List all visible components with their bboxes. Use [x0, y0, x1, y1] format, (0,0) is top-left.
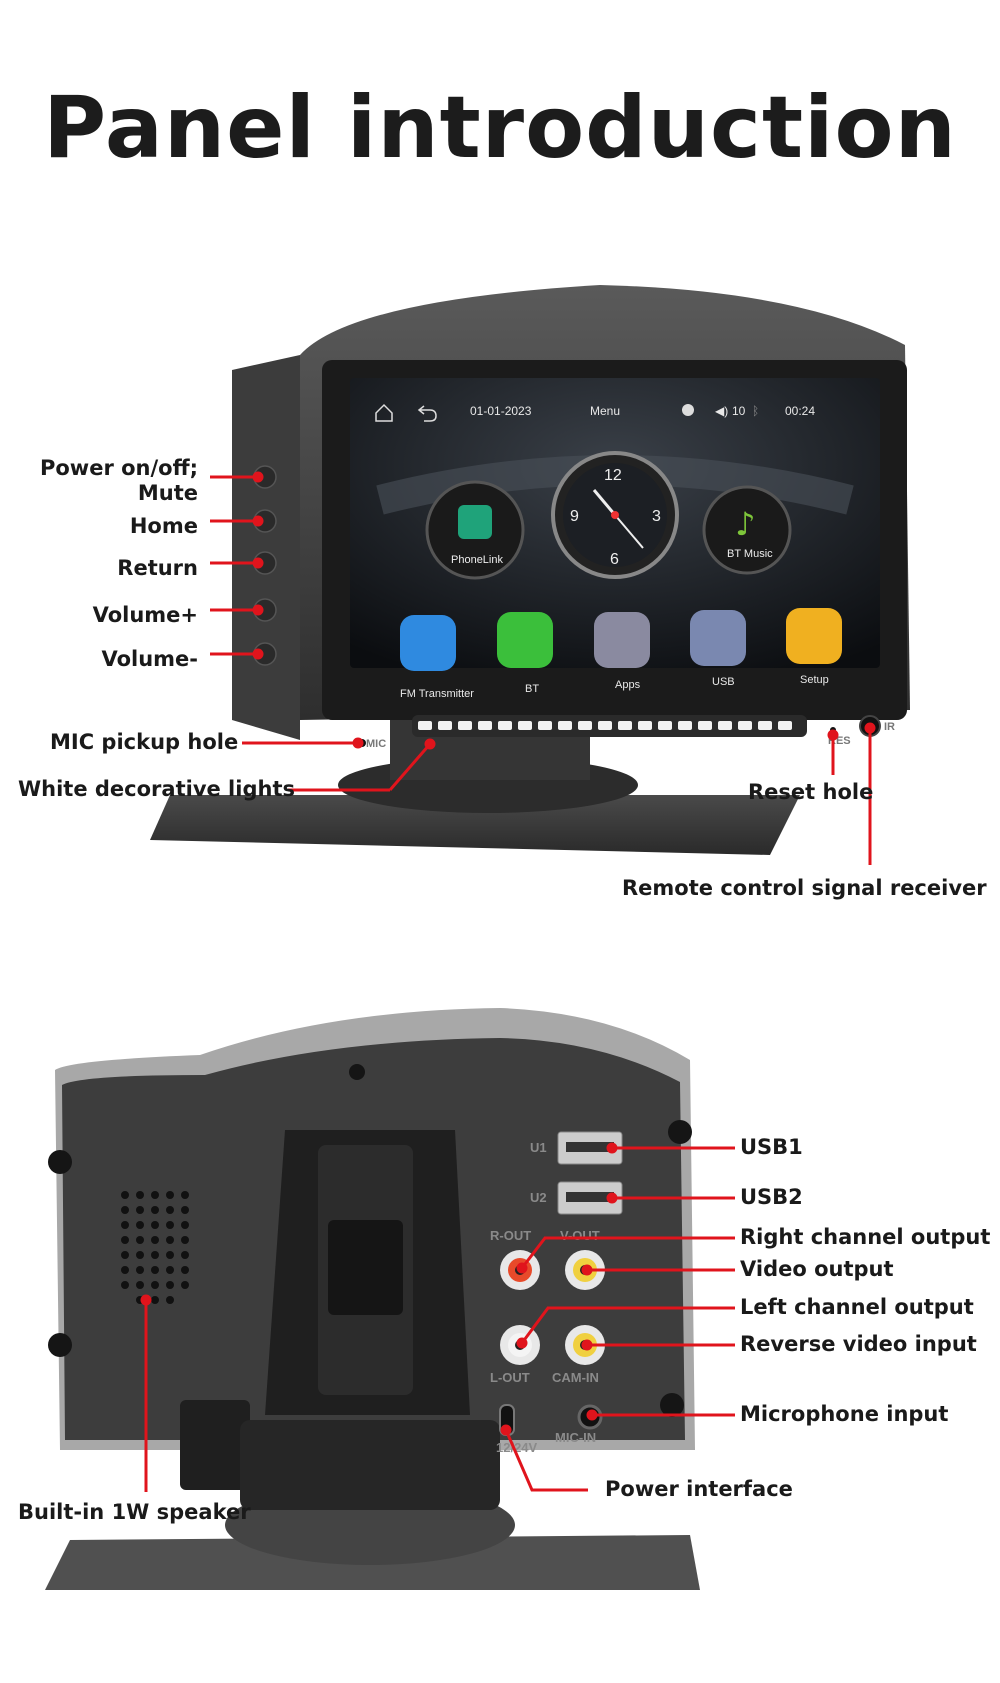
app-label-setup: Setup: [800, 674, 829, 686]
print-vout: V-OUT: [560, 1228, 600, 1243]
decorative-lights: [418, 721, 792, 730]
usb1-port: [557, 1131, 623, 1165]
label-volume-up: Volume+: [92, 603, 198, 627]
dc-power-port: [499, 1404, 515, 1436]
svg-text:3: 3: [652, 508, 661, 525]
page-title: Panel introduction: [43, 78, 957, 178]
app-label-bt: BT: [525, 683, 539, 695]
clock-minute-hand: [614, 514, 644, 549]
status-volume: 10: [732, 404, 746, 418]
back-mount-plate: [45, 1535, 700, 1590]
label-usb2: USB2: [740, 1185, 803, 1209]
v-out-jack: [565, 1250, 605, 1290]
ir-print: IR: [884, 721, 895, 733]
screws: [48, 1064, 692, 1417]
label-reverse-video: Reverse video input: [740, 1332, 977, 1356]
back-leader-lines: [140, 1142, 735, 1492]
usb-icon: [690, 610, 746, 666]
back-housing: [62, 1038, 685, 1440]
print-camin: CAM-IN: [552, 1370, 599, 1385]
back-icon: [417, 405, 437, 422]
label-remote-receiver: Remote control signal receiver: [622, 876, 987, 900]
setup-icon: [786, 608, 842, 664]
bt-music-icon: ♪: [735, 505, 755, 543]
label-power-interface: Power interface: [605, 1477, 793, 1501]
label-volume-down: Volume-: [101, 647, 198, 671]
label-power-line1: Power on/off;: [39, 456, 198, 480]
clock-numbers: 12 3 6 9: [570, 467, 661, 568]
label-white-lights: White decorative lights: [18, 777, 295, 801]
label-mic-pickup: MIC pickup hole: [50, 730, 239, 754]
label-video-output: Video output: [740, 1257, 894, 1281]
status-menu: Menu: [590, 404, 620, 418]
front-leader-lines: [210, 471, 876, 865]
label-power: Power on/off; Mute: [20, 456, 198, 506]
label-home: Home: [129, 514, 198, 538]
l-out-jack: [500, 1325, 540, 1365]
bt-phone-icon: [497, 612, 553, 668]
label-left-channel: Left channel output: [740, 1295, 974, 1319]
bt-music-label: BT Music: [727, 548, 773, 560]
cam-in-jack: [565, 1325, 605, 1365]
phonelink-icon: [458, 505, 492, 539]
print-micin: MIC-IN: [555, 1430, 596, 1445]
clock-hour-hand: [592, 489, 617, 516]
status-date: 01-01-2023: [470, 404, 532, 418]
apps-icon: [594, 612, 650, 668]
phonelink-label: PhoneLink: [451, 554, 503, 566]
usb2-port: [557, 1181, 623, 1215]
label-usb1: USB1: [740, 1135, 803, 1159]
home-icon: [375, 403, 393, 422]
brightness-icon: [682, 404, 694, 416]
label-reset-hole: Reset hole: [748, 780, 874, 804]
bt-music-app: [702, 485, 792, 575]
print-lout: L-OUT: [490, 1370, 530, 1385]
side-buttons: [253, 465, 277, 666]
app-label-fm: FM Transmitter: [400, 688, 474, 700]
front-mount-plate: [150, 795, 800, 855]
speaker-grille: [121, 1191, 189, 1304]
print-u1: U1: [530, 1140, 547, 1155]
bluetooth-icon: ᛒ: [752, 404, 759, 418]
print-u2: U2: [530, 1190, 547, 1205]
status-time: 00:24: [785, 404, 815, 418]
app-label-apps: Apps: [615, 679, 641, 691]
label-speaker: Built-in 1W speaker: [18, 1500, 251, 1524]
mic-print: MIC: [366, 738, 386, 750]
fm-transmitter-icon: [400, 615, 456, 671]
svg-text:6: 6: [610, 551, 619, 568]
back-mount-stand: [225, 1485, 515, 1565]
label-microphone-input: Microphone input: [740, 1402, 949, 1426]
label-power-line2: Mute: [137, 481, 198, 506]
print-rout: R-OUT: [490, 1228, 531, 1243]
device-side: [232, 355, 300, 740]
app-label-usb: USB: [712, 676, 735, 688]
svg-text:9: 9: [570, 508, 579, 525]
mic-in-jack: [577, 1404, 603, 1430]
volume-icon: ◀): [715, 404, 728, 418]
svg-text:12: 12: [604, 467, 622, 484]
front-device-illustration: 01-01-2023 Menu ◀) 10 ᛒ 00:24 PhoneLink …: [150, 285, 910, 865]
label-right-channel: Right channel output: [740, 1225, 991, 1249]
mount-bracket: [265, 1130, 470, 1415]
r-out-jack: [500, 1250, 540, 1290]
label-return: Return: [117, 556, 198, 580]
print-dc: 12/24V: [496, 1440, 538, 1455]
